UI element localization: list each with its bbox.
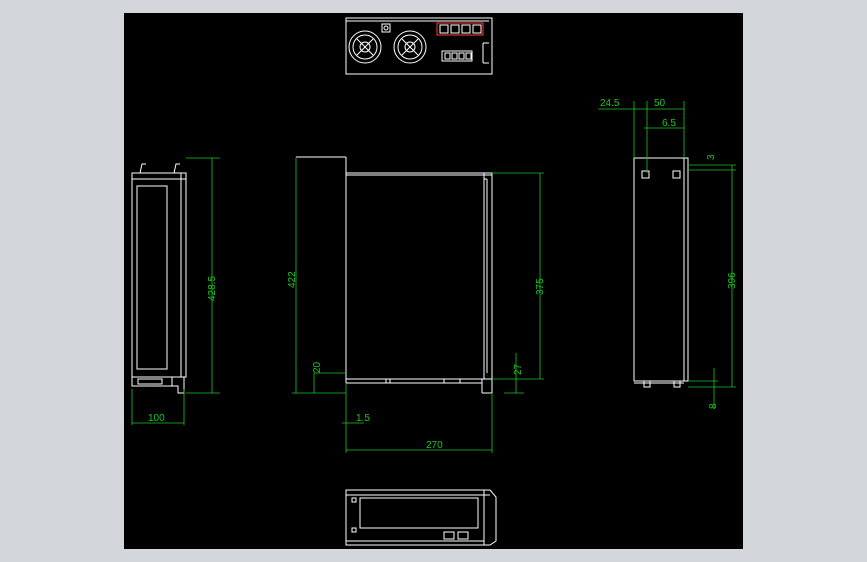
fan-icon bbox=[393, 30, 427, 64]
rear-view: 24.5 50 6.5 3 396 8 bbox=[598, 98, 738, 409]
bottom-view bbox=[345, 489, 497, 546]
side-view: 422 20 375 27 1.5 270 bbox=[287, 156, 546, 453]
dim-rear-width: 50 bbox=[654, 98, 666, 109]
dim-side-step: 1.5 bbox=[356, 413, 370, 424]
dim-rear-height: 396 bbox=[727, 272, 738, 289]
dim-rear-top: 3 bbox=[706, 154, 717, 160]
cad-drawing-canvas: 428.5 100 422 20 375 27 bbox=[124, 13, 743, 549]
dim-rear-inner: 6.5 bbox=[662, 118, 676, 129]
cad-drawing: 428.5 100 422 20 375 27 bbox=[131, 17, 738, 546]
dim-rear-left: 24.5 bbox=[600, 98, 620, 109]
dim-side-total-height: 422 bbox=[287, 271, 298, 288]
fan-icon bbox=[348, 30, 382, 64]
dim-side-body-height: 375 bbox=[535, 278, 546, 295]
dim-front-width: 100 bbox=[148, 413, 165, 424]
top-view bbox=[345, 17, 493, 75]
dim-side-bottom-right: 27 bbox=[513, 363, 524, 375]
dim-side-bottom-offset: 20 bbox=[312, 361, 323, 373]
dim-front-height: 428.5 bbox=[207, 276, 218, 301]
dim-rear-bottom: 8 bbox=[708, 403, 719, 409]
dim-side-depth: 270 bbox=[426, 440, 443, 451]
front-view: 428.5 100 bbox=[131, 157, 220, 425]
